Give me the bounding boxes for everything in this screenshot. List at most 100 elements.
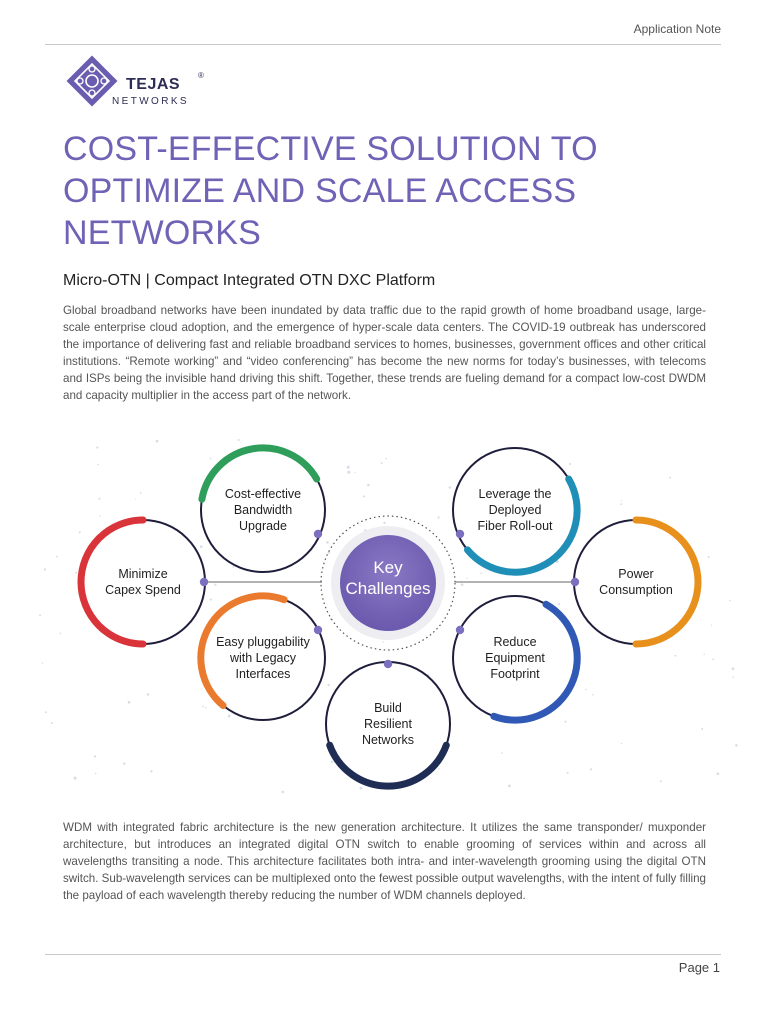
background-dot	[93, 755, 97, 758]
background-dot	[209, 598, 212, 601]
hub-label-line-2: Challenges	[345, 579, 430, 598]
background-dot	[50, 722, 53, 724]
background-dot	[659, 780, 662, 783]
challenge-label: Capex Spend	[105, 583, 181, 597]
page-number: Page 1	[678, 960, 720, 975]
challenge-label: Reduce	[493, 635, 536, 649]
background-dot	[44, 711, 47, 714]
background-dot	[97, 463, 99, 466]
tejas-logo: ®	[66, 55, 204, 107]
challenge-label: Bandwidth	[234, 503, 292, 517]
background-dot	[592, 693, 594, 696]
background-dot	[99, 515, 102, 517]
application-note-label: Application Note	[633, 22, 721, 36]
brand-subtitle: NETWORKS	[112, 96, 189, 107]
background-dot	[155, 439, 159, 443]
challenge-label: Power	[618, 567, 653, 581]
background-dot	[383, 521, 386, 524]
background-dot	[227, 714, 231, 718]
challenge-label: Leverage the	[479, 487, 552, 501]
background-dot	[55, 555, 58, 558]
background-dot	[669, 476, 672, 479]
background-dot	[199, 545, 203, 548]
background-dot	[731, 667, 735, 671]
background-dot	[139, 492, 142, 494]
background-dot	[359, 786, 363, 790]
background-dot	[209, 457, 212, 460]
connector-dot	[455, 625, 465, 635]
background-dot	[123, 762, 126, 765]
challenge-label: Build	[374, 701, 402, 715]
background-dot	[501, 752, 504, 754]
connector-dot	[199, 577, 209, 587]
background-dot	[569, 463, 571, 465]
background-dot	[78, 531, 81, 534]
background-dot	[729, 599, 731, 602]
background-dot	[437, 516, 440, 519]
background-dot	[146, 693, 150, 696]
key-challenges-hub: Key Challenges	[320, 515, 456, 651]
challenge-label: Upgrade	[239, 519, 287, 533]
hub-label-line-1: Key	[373, 558, 403, 577]
background-dot	[94, 772, 97, 775]
background-dot	[327, 551, 331, 554]
background-dot	[382, 641, 384, 643]
challenge-label: Consumption	[599, 583, 673, 597]
background-dot	[384, 457, 387, 460]
background-dot	[701, 727, 704, 730]
background-dot	[43, 568, 47, 571]
background-dot	[480, 572, 483, 575]
header-rule	[45, 44, 721, 45]
background-dot	[716, 772, 720, 776]
background-dot	[281, 790, 285, 794]
brand-name: TEJAS	[126, 76, 181, 93]
key-challenges-diagram: Key Challenges Cost-effectiveBandwidthUp…	[39, 438, 738, 794]
background-dot	[202, 705, 204, 708]
background-dot	[427, 673, 430, 676]
challenge-accent-arc	[198, 444, 321, 503]
footer-rule	[45, 954, 721, 955]
background-dot	[326, 541, 329, 544]
challenge-label: Interfaces	[236, 667, 291, 681]
background-dot	[620, 500, 623, 502]
background-dot	[75, 571, 78, 574]
background-dot	[735, 744, 738, 747]
challenge-label: with Legacy	[229, 651, 297, 665]
background-dot	[327, 683, 330, 687]
background-dot	[232, 566, 235, 568]
background-dot	[330, 760, 334, 764]
background-dot	[347, 470, 351, 474]
intro-paragraph: Global broadband networks have been inun…	[63, 304, 706, 402]
background-dot	[380, 462, 383, 465]
background-dot	[508, 784, 511, 788]
background-dot	[346, 465, 350, 469]
connector-dot	[313, 529, 323, 539]
connector-dot	[383, 659, 393, 669]
background-dot	[590, 768, 593, 771]
challenge-label: Minimize	[118, 567, 167, 581]
challenge-label: Easy pluggability	[216, 635, 311, 649]
hub-dotted-ring	[320, 515, 456, 651]
hub-inner-disc	[340, 535, 436, 631]
background-dot	[585, 688, 587, 691]
challenge-accent-arc	[326, 741, 450, 790]
challenge-accent-arc	[197, 592, 288, 709]
challenge-label: Footprint	[490, 667, 540, 681]
challenge-accent-arc	[77, 516, 147, 648]
connector-dot	[455, 529, 465, 539]
background-dot	[707, 556, 710, 558]
architecture-paragraph: WDM with integrated fabric architecture …	[63, 821, 706, 902]
challenge-accent-arc	[464, 475, 581, 576]
background-dot	[41, 662, 44, 664]
challenge-label: Deployed	[489, 503, 542, 517]
background-dot	[127, 700, 131, 704]
background-dot	[438, 768, 440, 770]
background-dot	[39, 614, 42, 617]
background-dot	[620, 742, 623, 745]
background-dot	[703, 653, 705, 656]
background-dot	[362, 495, 365, 498]
